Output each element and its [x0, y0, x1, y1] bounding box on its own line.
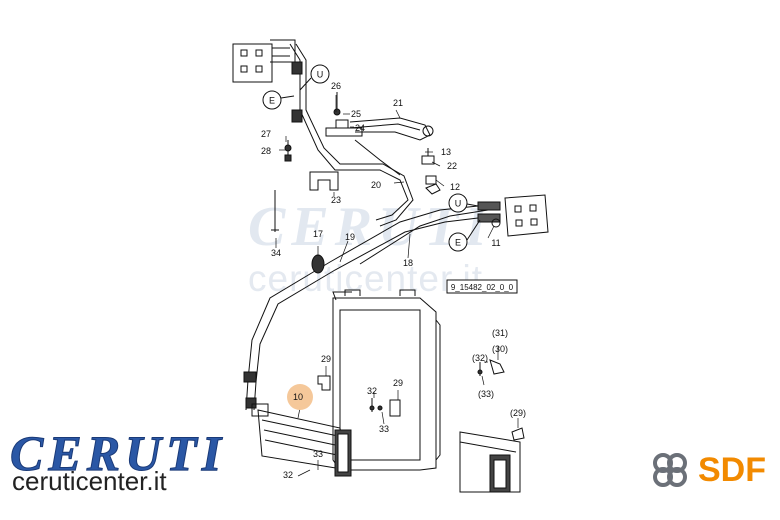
connector-u-upper: U	[317, 70, 324, 80]
radiator	[332, 289, 441, 471]
part-label-32-paren: (32)	[472, 353, 488, 363]
part-label-29-paren: (29)	[510, 408, 526, 418]
connector-e-upper: E	[269, 96, 275, 106]
part-labels: 10 11 12 13 17 18 19 20 21 22 23 24 25 2…	[261, 81, 526, 480]
bracket-24	[325, 127, 363, 137]
reference-code-box	[446, 279, 518, 294]
part-label-32-lower: 32	[283, 470, 293, 480]
sdf-logo: SDF	[648, 448, 766, 492]
part-label-25: 25	[351, 109, 361, 119]
sdf-emblem-icon	[653, 453, 687, 487]
highlight-part-10	[287, 384, 313, 410]
part-label-18: 18	[403, 258, 413, 268]
right-bracket	[477, 194, 549, 237]
part-label-27: 27	[261, 129, 271, 139]
part-label-29b: 29	[393, 378, 403, 388]
part-label-19: 19	[345, 232, 355, 242]
lower-right-cooler	[459, 431, 521, 493]
bracket-29	[317, 375, 331, 391]
part-label-24: 24	[355, 123, 365, 133]
part-label-34: 34	[271, 248, 281, 258]
ceruti-logo: CERUTI	[9, 425, 227, 481]
part-label-13: 13	[441, 147, 451, 157]
hoses-18-19	[243, 205, 489, 411]
stud-34	[271, 190, 279, 232]
part-label-23: 23	[331, 195, 341, 205]
part-label-12: 12	[450, 182, 460, 192]
connector-markers: U E U E	[262, 64, 481, 252]
part-label-31: (31)	[492, 328, 508, 338]
reference-code: 9_15482_02_0_0	[451, 283, 514, 292]
part-label-32: 32	[367, 386, 377, 396]
sdf-logo-text: SDF	[698, 451, 766, 489]
part-label-17: 17	[313, 229, 323, 239]
part-label-28: 28	[261, 146, 271, 156]
part-label-10: 10	[293, 392, 303, 402]
part-label-11: 11	[491, 238, 500, 248]
part-label-29: 29	[321, 354, 331, 364]
ceruti-site-text: ceruticenter.it	[12, 466, 167, 496]
watermark-brand: CERUTI	[248, 196, 493, 258]
part-label-33-paren: (33)	[478, 389, 494, 399]
part-label-30: (30)	[492, 344, 508, 354]
part-label-21: 21	[393, 98, 403, 108]
connector-u-right: U	[455, 199, 462, 209]
seal-17	[311, 254, 325, 274]
part-label-33: 33	[379, 424, 389, 434]
pipe-group-upper	[289, 43, 434, 227]
connector-e-right: E	[455, 238, 461, 248]
part-label-33-lower: 33	[313, 449, 323, 459]
watermark-site: ceruticenter.it	[248, 258, 484, 299]
bracket-23	[309, 171, 339, 191]
part-label-20: 20	[371, 180, 381, 190]
part-label-22: 22	[447, 161, 457, 171]
part-label-26: 26	[331, 81, 341, 91]
oil-cooler-10	[251, 403, 352, 477]
upper-left-bracket	[232, 39, 296, 83]
